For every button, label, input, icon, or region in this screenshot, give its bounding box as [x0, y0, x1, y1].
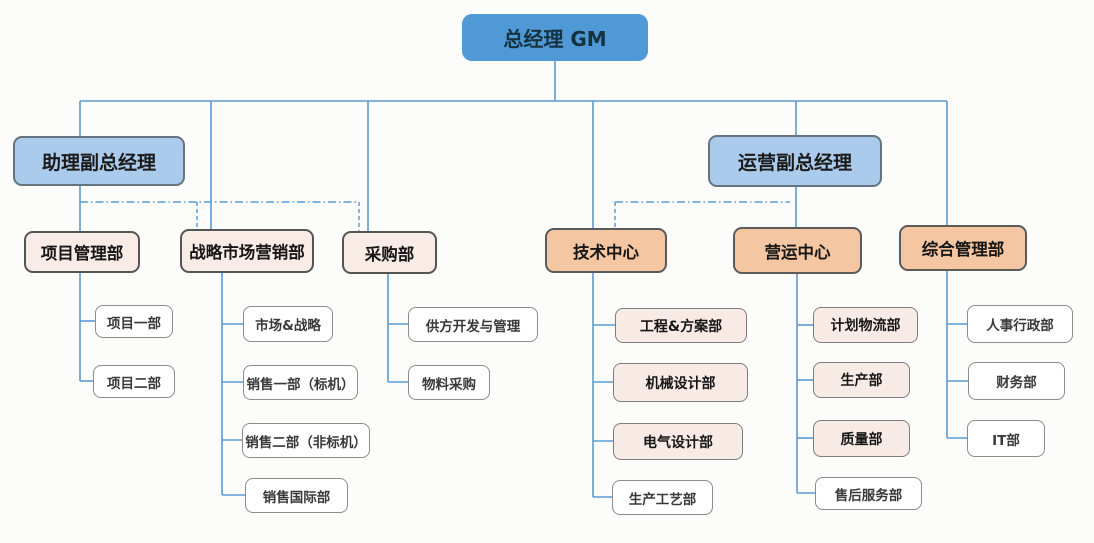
node-international-sales-dept: 销售国际部 — [245, 478, 348, 513]
node-mechanical-design-dept: 机械设计部 — [613, 363, 748, 402]
node-quality-dept: 质量部 — [813, 420, 910, 457]
node-project-management-dept: 项目管理部 — [24, 231, 140, 273]
node-operations-vice-gm: 运营副总经理 — [708, 135, 882, 187]
solid-connectors — [79, 61, 968, 498]
node-market-strategy: 市场&战略 — [243, 306, 333, 342]
node-after-sales-service-dept: 售后服务部 — [815, 477, 922, 510]
node-production-process-dept: 生产工艺部 — [612, 480, 713, 515]
node-technology-center: 技术中心 — [545, 228, 667, 273]
node-project-dept-2: 项目二部 — [93, 365, 175, 398]
node-general-management-dept: 综合管理部 — [899, 225, 1027, 271]
node-assistant-vice-gm: 助理副总经理 — [13, 136, 185, 186]
node-sales-dept-1: 销售一部（标机） — [243, 365, 358, 400]
dashed-drop-connectors — [196, 202, 616, 231]
node-electrical-design-dept: 电气设计部 — [613, 423, 743, 460]
node-finance-dept: 财务部 — [968, 362, 1065, 400]
node-general-manager: 总经理 GM — [462, 14, 648, 61]
node-material-purchasing: 物料采购 — [408, 365, 490, 400]
node-engineering-solutions-dept: 工程&方案部 — [615, 308, 747, 343]
node-project-dept-1: 项目一部 — [95, 305, 173, 338]
node-planning-logistics-dept: 计划物流部 — [813, 307, 918, 343]
node-hr-admin-dept: 人事行政部 — [967, 305, 1073, 343]
node-strategic-marketing-dept: 战略市场营销部 — [180, 229, 314, 273]
node-operations-center: 营运中心 — [733, 227, 862, 274]
node-procurement-dept: 采购部 — [342, 231, 437, 274]
node-sales-dept-2: 销售二部（非标机） — [242, 423, 370, 458]
node-supplier-development: 供方开发与管理 — [408, 307, 538, 342]
node-it-dept: IT部 — [967, 420, 1045, 457]
node-production-dept: 生产部 — [813, 362, 910, 398]
